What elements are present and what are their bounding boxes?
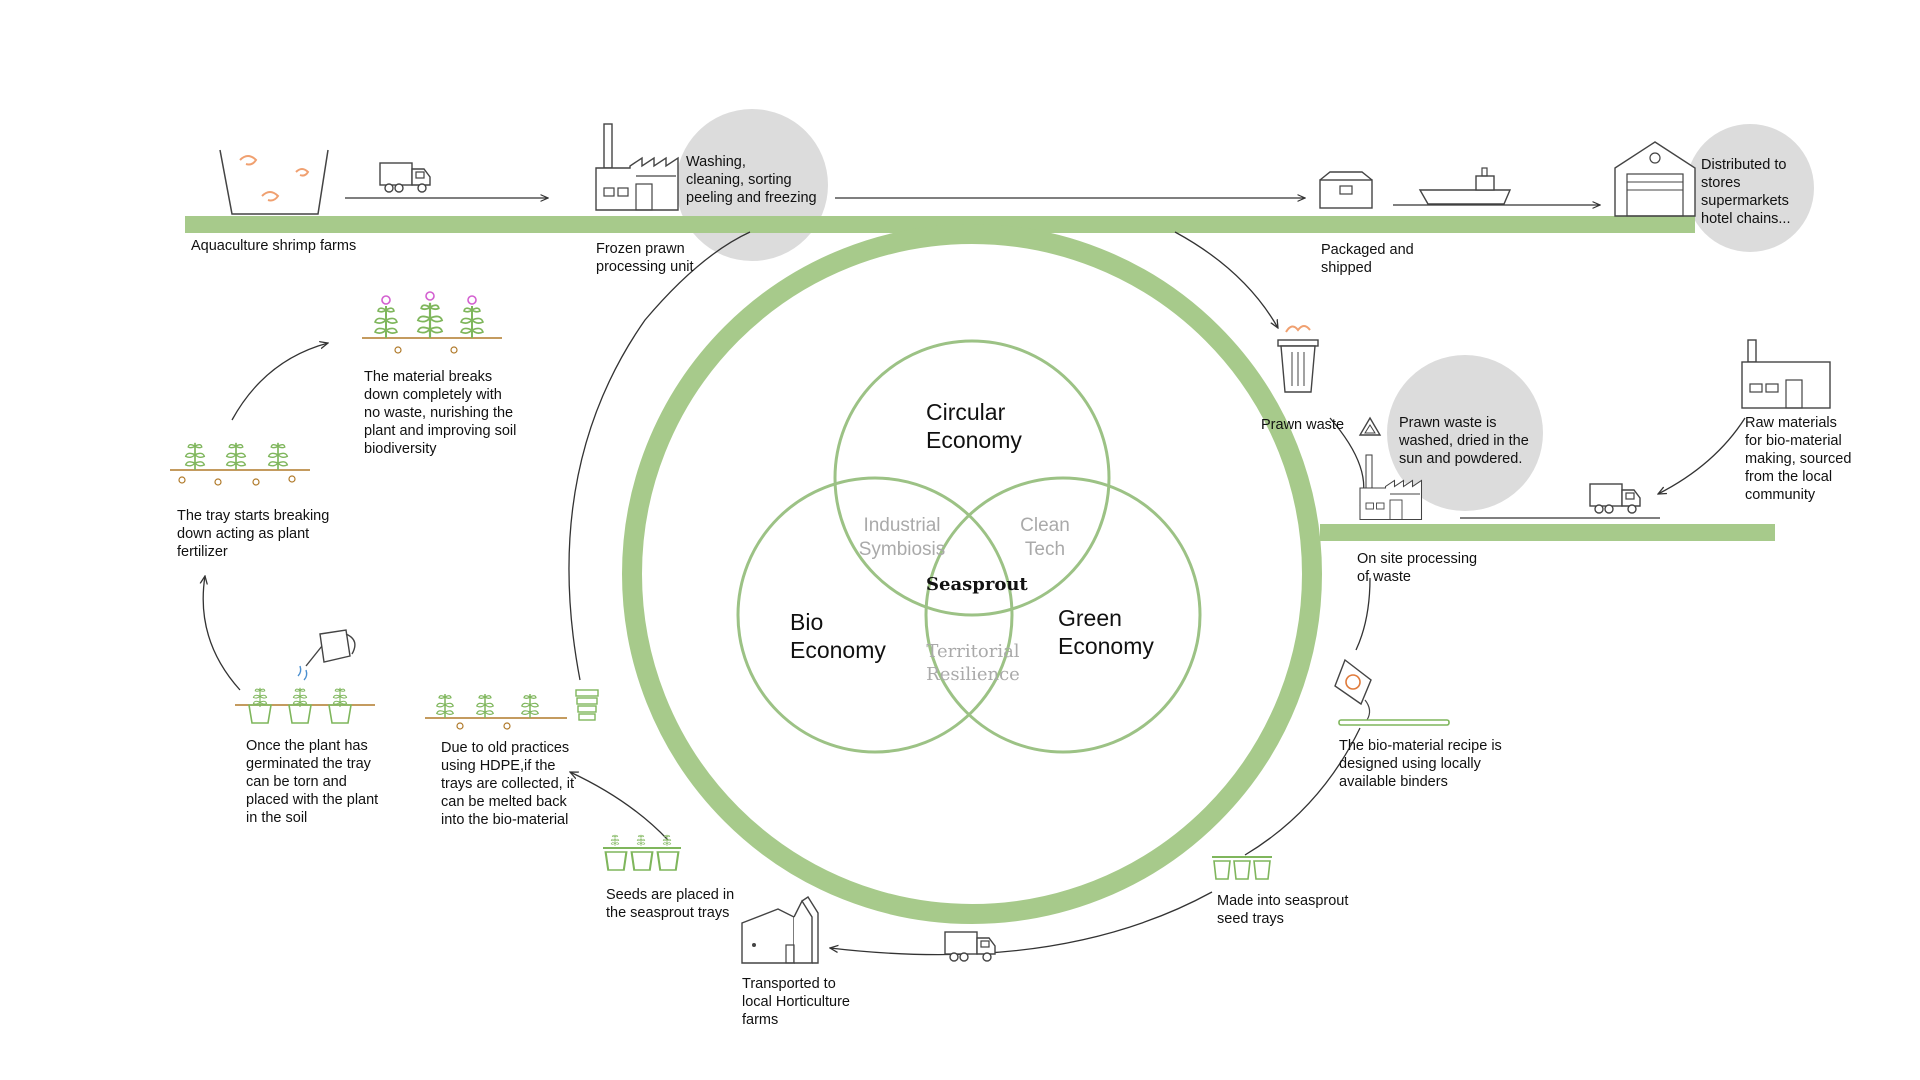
waste-processing-bar	[1320, 524, 1775, 541]
venn-center-label: Seasprout	[926, 574, 1028, 595]
label-distributed: Distributed to stores supermarkets hotel…	[1701, 157, 1791, 227]
venn-label-clean: Clean Tech	[1020, 515, 1070, 560]
waste-washed-bubble	[1387, 355, 1543, 511]
truck-icon-top	[379, 162, 431, 193]
supply-chain-bar	[185, 216, 1695, 233]
shrimp-bowl-icon	[219, 149, 329, 215]
cycle-arc-right-lower	[1355, 577, 1371, 651]
factory-icon-top	[595, 123, 679, 211]
arrow-tray-to-material	[231, 343, 328, 421]
label-packaged: Packaged and shipped	[1321, 242, 1414, 276]
label-seed-trays: Made into seasprout seed trays	[1217, 893, 1349, 927]
venn-label-circular: Circular Economy	[926, 399, 1022, 453]
label-processing-unit: Frozen prawn processing unit	[596, 241, 694, 275]
plant-icon-tray-breaking	[170, 441, 310, 486]
cycle-arc-top-right	[1174, 231, 1278, 328]
ship-icon	[1418, 167, 1512, 205]
outer-ring	[622, 224, 1322, 924]
label-onsite: On site processing of waste	[1357, 551, 1478, 585]
label-waste-washed: Prawn waste is washed, dried in the sun …	[1399, 415, 1529, 467]
recycle-icon	[1358, 416, 1382, 436]
plant-icon-hdpe	[425, 693, 567, 730]
label-germinated: Once the plant has germinated the tray c…	[246, 738, 379, 826]
venn-bio	[736, 476, 1014, 754]
label-hdpe: Due to old practices using HDPE,if the t…	[441, 740, 574, 828]
cycle-arc-bottom-right	[1244, 727, 1361, 856]
venn-label-bio: Bio Economy	[790, 609, 886, 663]
label-transported: Transported to local Horticulture farms	[742, 976, 850, 1028]
venn-label-industrial: Industrial Symbiosis	[858, 515, 946, 560]
truck-icon-bottom	[944, 931, 996, 962]
cycle-arc-bottom-left	[570, 772, 669, 841]
cycle-arc-bottom	[830, 891, 1213, 956]
paint-bucket-icon	[1334, 658, 1450, 726]
seed-tray-icon-seeds	[601, 834, 683, 872]
trash-can-icon	[1277, 325, 1319, 393]
stacked-trays-icon	[575, 689, 599, 721]
venn-label-territorial: Territorial Resilience	[926, 641, 1020, 685]
box-icon	[1319, 171, 1373, 209]
flower-icon	[362, 291, 502, 354]
seed-tray-icon-made	[1211, 856, 1273, 880]
watering-can-icon	[297, 629, 356, 681]
venn-green	[924, 476, 1202, 754]
distributed-bubble	[1686, 124, 1814, 252]
label-seeds-placed: Seeds are placed in the seasprout trays	[606, 887, 735, 921]
warehouse-icon	[1614, 141, 1696, 217]
truck-icon-waste	[1589, 483, 1641, 514]
plant-icon-germinated	[235, 687, 375, 724]
house-icon	[741, 896, 819, 964]
arrow-germinated-to-tray	[203, 576, 241, 691]
label-prawn-waste: Prawn waste	[1261, 417, 1345, 433]
label-shrimp-farms: Aquaculture shrimp farms	[191, 238, 357, 254]
label-recipe: The bio-material recipe is designed usin…	[1339, 738, 1502, 790]
venn-circular	[833, 339, 1111, 617]
label-tray-breaking: The tray starts breaking down acting as …	[177, 508, 330, 560]
label-material-breaks: The material breaks down completely with…	[364, 369, 517, 457]
venn-label-green: Green Economy	[1058, 605, 1154, 659]
cycle-arc-left	[568, 231, 751, 681]
label-washing: Washing, cleaning, sorting peeling and f…	[686, 154, 817, 206]
label-raw-materials: Raw materials for bio-material making, s…	[1745, 415, 1852, 503]
factory-icon-raw	[1741, 339, 1831, 409]
arrow-raw-to-truck	[1658, 417, 1746, 494]
